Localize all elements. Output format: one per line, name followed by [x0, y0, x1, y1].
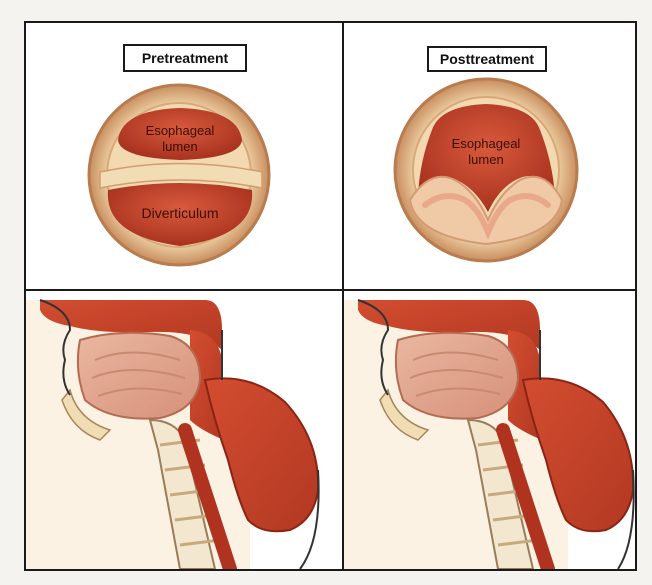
pretreatment-title: Pretreatment	[142, 50, 229, 66]
pretreatment-lumen-label-2: lumen	[162, 139, 197, 154]
pretreatment-cross-section: Esophageal lumen Diverticulum	[89, 85, 269, 265]
posttreatment-lumen-label-1: Esophageal	[452, 136, 521, 151]
posttreatment-lumen-label-2: lumen	[468, 152, 503, 167]
diverticulum-label: Diverticulum	[141, 205, 218, 221]
pretreatment-lumen-label-1: Esophageal	[146, 123, 215, 138]
posttreatment-cross-section: Esophageal lumen	[395, 79, 577, 261]
posttreatment-title: Posttreatment	[440, 51, 534, 67]
